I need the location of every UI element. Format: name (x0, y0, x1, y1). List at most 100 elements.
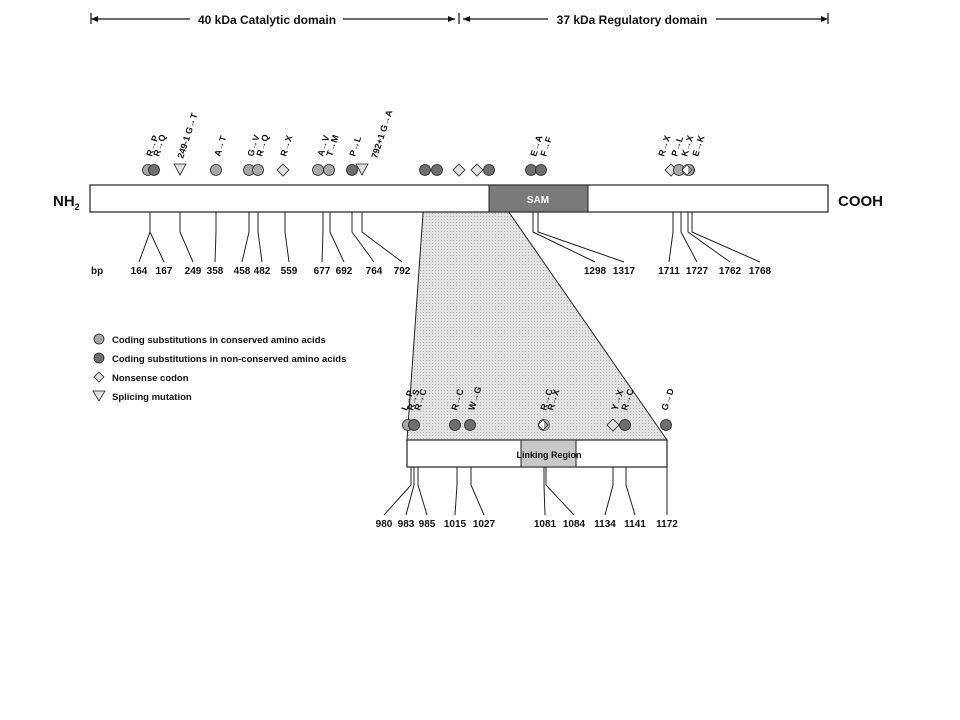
leader-line (417, 467, 428, 516)
mutation-marker (408, 419, 420, 431)
position-label: 167 (156, 266, 173, 277)
leader-line (149, 212, 165, 263)
leader-line (351, 212, 375, 263)
leader-line (604, 467, 614, 516)
leader-line (687, 212, 731, 263)
position-label: 1762 (719, 266, 742, 277)
position-label: 677 (314, 266, 331, 277)
legend-dark-circle-icon (93, 352, 105, 364)
leader-line (284, 212, 290, 263)
catalytic-domain-label: 40 kDa Catalytic domain (198, 13, 336, 27)
position-label: 1134 (594, 519, 616, 530)
leader-line (257, 212, 263, 263)
leader-line (680, 212, 698, 263)
leader-line (668, 212, 674, 263)
bp-label: bp (91, 266, 103, 277)
mutation-marker (535, 164, 547, 176)
main-mutation-markers (142, 163, 695, 177)
protein-bar (89, 184, 829, 213)
mutation-label: A→T (212, 134, 228, 158)
mutation-marker (619, 419, 631, 431)
position-label: 164 (131, 266, 148, 277)
legend-triangle-icon (92, 390, 106, 402)
legend-label-conserved: Coding substitutions in conserved amino … (112, 335, 326, 346)
n-terminus-label: NH2 (53, 193, 80, 212)
leader-line (179, 212, 194, 263)
leader-line (691, 212, 761, 263)
mutation-marker (323, 164, 335, 176)
mutation-label: P→L (347, 135, 363, 158)
leader-line (405, 467, 415, 516)
leader-line (625, 467, 636, 516)
mutation-marker (464, 419, 476, 431)
position-label: 985 (419, 519, 436, 530)
domain-header (90, 13, 829, 24)
mutation-label: 792+1 G→A (369, 108, 394, 159)
mutation-marker (483, 164, 495, 176)
position-label: 1768 (749, 266, 772, 277)
legend-label-nonsense: Nonsense codon (112, 373, 189, 384)
mutation-marker (431, 164, 443, 176)
position-label: 764 (366, 266, 383, 277)
position-label: 559 (281, 266, 298, 277)
leader-line (454, 467, 458, 516)
leader-line (383, 467, 412, 516)
legend-label-non-conserved: Coding substitutions in non-conserved am… (112, 354, 346, 365)
linking-region-label: Linking Region (517, 450, 582, 460)
mutation-marker (449, 419, 461, 431)
mutation-marker (681, 164, 694, 176)
position-label: 1317 (613, 266, 636, 277)
legend: Coding substitutions in conserved amino … (92, 333, 346, 403)
position-label: 1081 (534, 519, 557, 530)
position-label: 1141 (624, 519, 646, 530)
leader-line (545, 467, 575, 516)
main-leader-lines (138, 212, 761, 263)
mutation-marker (346, 164, 358, 176)
mutation-marker (252, 164, 264, 176)
position-label: 1015 (444, 519, 467, 530)
position-label: 458 (234, 266, 251, 277)
zoom-leader-lines (383, 467, 668, 516)
legend-light-circle-icon (93, 333, 105, 345)
leader-line (321, 212, 324, 263)
position-label: 792 (394, 266, 411, 277)
position-label: 980 (376, 519, 393, 530)
mutation-marker (470, 163, 484, 177)
leader-line (138, 212, 151, 263)
mutation-marker (173, 163, 187, 176)
position-label: 1027 (473, 519, 496, 530)
leader-line (532, 212, 596, 263)
mutation-marker (312, 164, 324, 176)
c-terminus-label: COOH (838, 193, 883, 210)
leader-line (214, 212, 217, 263)
mutation-marker (148, 164, 160, 176)
mutation-marker (606, 418, 620, 432)
leader-line (537, 212, 625, 263)
position-label: 1172 (656, 519, 678, 530)
leader-line (470, 467, 485, 516)
leader-line (543, 467, 546, 516)
leader-line (329, 212, 345, 263)
legend-diamond-icon (93, 371, 105, 383)
mutation-marker (452, 163, 466, 177)
mutation-marker (537, 419, 550, 431)
position-label: 983 (398, 519, 415, 530)
mutation-marker (210, 164, 222, 176)
position-label: 1727 (686, 266, 709, 277)
mutation-marker (276, 163, 290, 177)
position-label: 358 (207, 266, 224, 277)
mutation-label: G→D (659, 387, 676, 412)
position-label: 1298 (584, 266, 607, 277)
legend-label-splicing: Splicing mutation (112, 392, 192, 403)
mutation-label: 249-1 G→T (175, 111, 199, 159)
mutation-label: R→X (278, 134, 294, 158)
mutation-marker (660, 419, 672, 431)
position-label: 1711 (658, 266, 680, 277)
mutation-marker (419, 164, 431, 176)
leader-line (241, 212, 250, 263)
